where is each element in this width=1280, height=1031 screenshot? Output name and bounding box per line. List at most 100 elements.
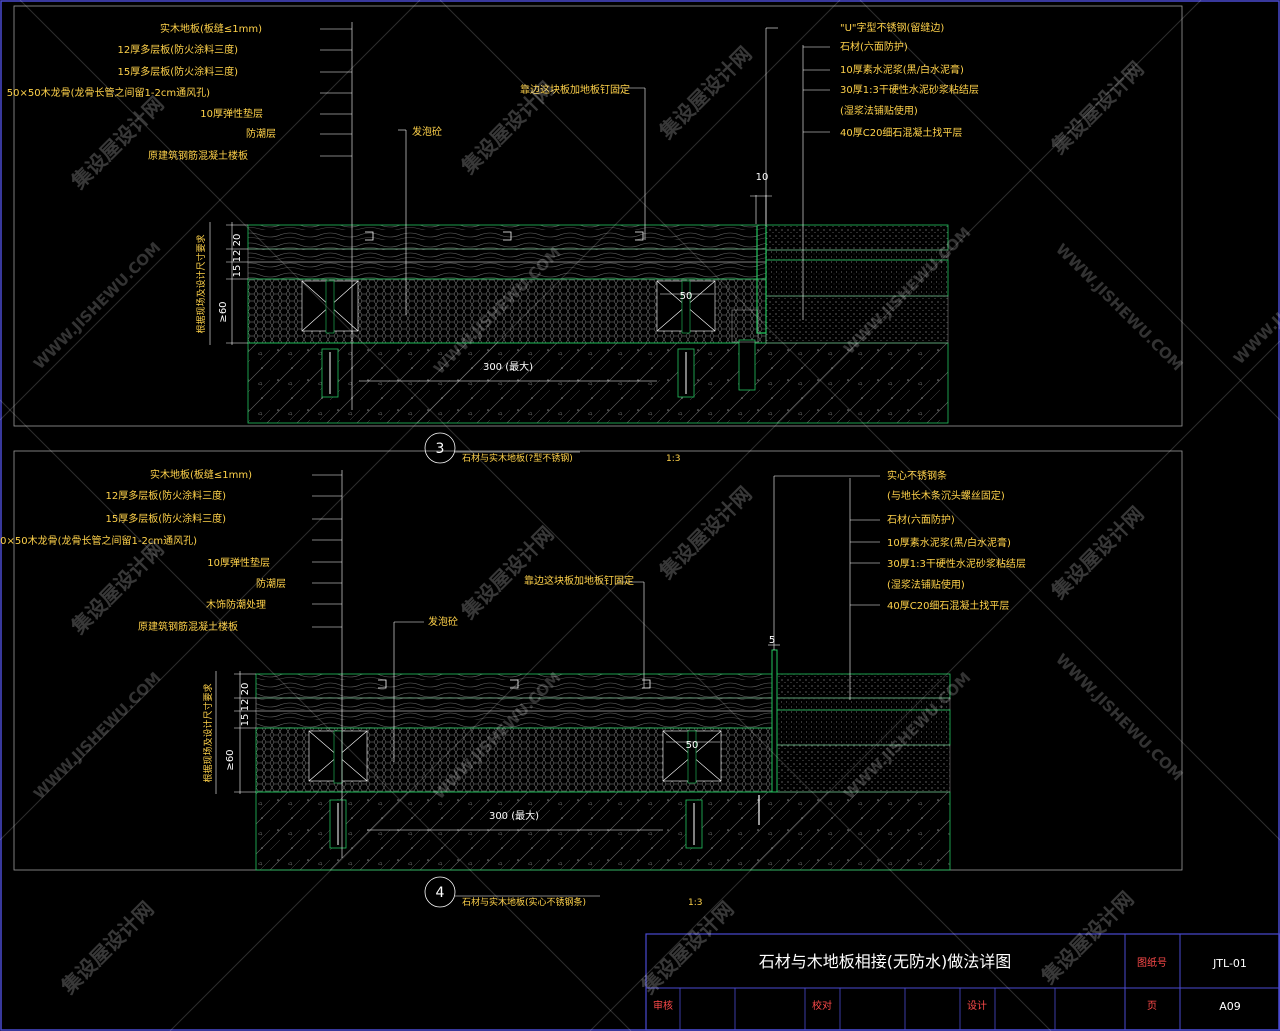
upper-center-label: 靠边这块板加地板钉固定 bbox=[520, 83, 630, 96]
upper-dim-360: ≥60 bbox=[218, 301, 229, 322]
upper-left-label-4: 50×50木龙骨(龙骨长管之间留1-2cm通风孔) bbox=[7, 86, 210, 99]
lower-left-label-3: 15厚多层板(防火涂料三度) bbox=[105, 512, 226, 525]
watermark-cn-9: 集设屋设计网 bbox=[56, 897, 159, 1000]
upper-caption: 石材与实木地板(?型不锈钢) bbox=[462, 452, 573, 464]
lower-caption: 石材与实木地板(实心不锈钢条) bbox=[462, 896, 586, 908]
watermark-cn-2: 集设屋设计网 bbox=[456, 77, 559, 180]
lower-detail: 20 12 15 ≥60 根据现场及设计尺寸要求 5 50 300 (最大) 实… bbox=[0, 468, 1026, 908]
watermark-en-3: WWW.JISHEWU.COM bbox=[1052, 240, 1186, 374]
lower-left-label-7: 木饰防潮处理 bbox=[206, 598, 266, 611]
upper-right-label-4: 30厚1:3干硬性水泥砂浆粘结层 bbox=[840, 83, 979, 96]
lower-left-label-5: 10厚弹性垫层 bbox=[207, 556, 270, 569]
lower-slab bbox=[255, 791, 951, 871]
page-no-value: A09 bbox=[1219, 1000, 1241, 1013]
watermark-en-6: WWW.JISHEWU.COM bbox=[30, 668, 164, 802]
lower-vertical-label: 根据现场及设计尺寸要求 bbox=[202, 683, 214, 782]
lower-left-label-8: 原建筑钢筋混凝土楼板 bbox=[138, 620, 238, 633]
upper-left-label-7: 原建筑钢筋混凝土楼板 bbox=[148, 149, 248, 162]
lower-right-label-7: 40厚C20细石混凝土找平层 bbox=[887, 599, 1009, 612]
watermark-cn-8: 集设屋设计网 bbox=[1046, 502, 1149, 605]
upper-cement-paste bbox=[765, 249, 949, 261]
lower-right-label-5: 30厚1:3干硬性水泥砂浆粘结层 bbox=[887, 557, 1026, 570]
upper-right-label-6: 40厚C20细石混凝土找平层 bbox=[840, 126, 962, 139]
upper-screed bbox=[765, 295, 949, 344]
watermark-en-5: WWW.JISHEWU.COM bbox=[1230, 233, 1280, 367]
lower-mid-label: 发泡砼 bbox=[428, 615, 458, 628]
upper-detail-frame bbox=[13, 5, 1183, 427]
drawing-title: 石材与木地板相接(无防水)做法详图 bbox=[759, 952, 1012, 971]
watermark-cn-11: 集设屋设计网 bbox=[1036, 887, 1139, 990]
upper-joist-right bbox=[656, 280, 716, 334]
lower-left-label-2: 12厚多层板(防火涂料三度) bbox=[105, 489, 226, 502]
upper-u-channel bbox=[756, 226, 767, 334]
lower-left-label-6: 防潮层 bbox=[256, 577, 286, 590]
lower-wood-floor-layer bbox=[255, 673, 777, 699]
upper-dim-top: 10 bbox=[756, 172, 769, 183]
lower-right-label-4: 10厚素水泥浆(黑/白水泥膏) bbox=[887, 536, 1011, 549]
lower-callout-circle bbox=[424, 876, 456, 908]
upper-dim-stack-12: 12 bbox=[232, 250, 243, 263]
lower-joist-left bbox=[308, 730, 368, 784]
lower-joist-right bbox=[662, 730, 722, 784]
upper-mid-label: 发泡砼 bbox=[412, 125, 442, 138]
upper-anchor-3 bbox=[738, 339, 756, 391]
upper-stone bbox=[765, 224, 949, 251]
design-label: 设计 bbox=[967, 999, 987, 1012]
upper-detail: 20 12 15 ≥60 根据现场及设计尺寸要求 10 50 300 (最大) … bbox=[7, 21, 979, 464]
lower-dim-stack-20: 20 bbox=[240, 683, 251, 696]
lower-dim-300: 300 (最大) bbox=[489, 809, 539, 822]
drawing-no-value: JTL-01 bbox=[1212, 957, 1247, 970]
upper-vertical-label: 根据现场及设计尺寸要求 bbox=[195, 234, 207, 333]
upper-left-label-5: 10厚弹性垫层 bbox=[200, 107, 263, 120]
upper-dim-50: 50 bbox=[680, 291, 693, 302]
upper-left-label-3: 15厚多层板(防火涂料三度) bbox=[117, 65, 238, 78]
upper-scale: 1:3 bbox=[666, 454, 680, 464]
lower-stone bbox=[775, 673, 951, 699]
watermark-en-1: WWW.JISHEWU.COM bbox=[30, 238, 164, 372]
watermark-cn-1: 集设屋设计网 bbox=[66, 92, 169, 195]
drawing-no-label: 图纸号 bbox=[1137, 956, 1167, 969]
upper-right-label-3: 10厚素水泥浆(黑/白水泥膏) bbox=[840, 63, 964, 76]
lower-scale: 1:3 bbox=[688, 898, 702, 908]
lower-mortar bbox=[775, 709, 951, 746]
watermark-cn-6: 集设屋设计网 bbox=[456, 522, 559, 625]
lower-left-label-1: 实木地板(板缝≤1mm) bbox=[150, 468, 252, 481]
upper-wood-floor-layer bbox=[247, 224, 767, 250]
title-block: 石材与木地板相接(无防水)做法详图 图纸号 JTL-01 审核 校对 设计 页 … bbox=[645, 933, 1280, 1031]
lower-center-label: 靠边这块板加地板钉固定 bbox=[524, 574, 634, 587]
upper-plywood-12 bbox=[247, 248, 767, 263]
lower-right-label-2: (与地长木条沉头螺丝固定) bbox=[887, 489, 1005, 502]
upper-right-label-1: "U"字型不锈钢(留缝边) bbox=[840, 21, 944, 34]
upper-plywood-15 bbox=[247, 261, 767, 280]
check-label: 校对 bbox=[812, 999, 832, 1012]
lower-dim-stack-12: 12 bbox=[240, 699, 251, 712]
upper-left-label-2: 12厚多层板(防火涂料三度) bbox=[117, 43, 238, 56]
lower-steel-bar bbox=[771, 649, 778, 793]
lower-dim-50: 50 bbox=[686, 740, 699, 751]
watermark-cn-4: 集设屋设计网 bbox=[1046, 57, 1149, 160]
lower-right-label-3: 石材(六面防护) bbox=[887, 513, 955, 526]
upper-slab bbox=[247, 342, 949, 424]
upper-mortar bbox=[765, 259, 949, 297]
lower-left-label-4: 50×50木龙骨(龙骨长管之间留1-2cm通风孔) bbox=[0, 534, 197, 547]
lower-right-label-6: (湿浆法铺贴使用) bbox=[887, 578, 965, 591]
upper-callout-circle bbox=[424, 432, 456, 464]
upper-joist-left bbox=[301, 280, 359, 334]
watermark-cn-3: 集设屋设计网 bbox=[654, 42, 757, 145]
upper-right-label-2: 石材(六面防护) bbox=[840, 40, 908, 53]
upper-right-label-5: (湿浆法铺贴使用) bbox=[840, 104, 918, 117]
page-label: 页 bbox=[1147, 1000, 1157, 1012]
watermark-cn-7: 集设屋设计网 bbox=[654, 482, 757, 585]
upper-dim-stack-15: 15 bbox=[232, 265, 243, 278]
upper-left-label-1: 实木地板(板缝≤1mm) bbox=[160, 22, 262, 35]
upper-dim-stack-20: 20 bbox=[232, 234, 243, 247]
lower-dim-stack-15: 15 bbox=[240, 714, 251, 727]
watermark-en-8: WWW.JISHEWU.COM bbox=[1052, 650, 1186, 784]
lower-dim-360: ≥60 bbox=[225, 749, 236, 770]
lower-callout-number: 4 bbox=[436, 885, 445, 901]
watermark-cn-10: 集设屋设计网 bbox=[636, 897, 739, 1000]
lower-screed bbox=[775, 744, 951, 793]
review-label: 审核 bbox=[653, 999, 673, 1012]
